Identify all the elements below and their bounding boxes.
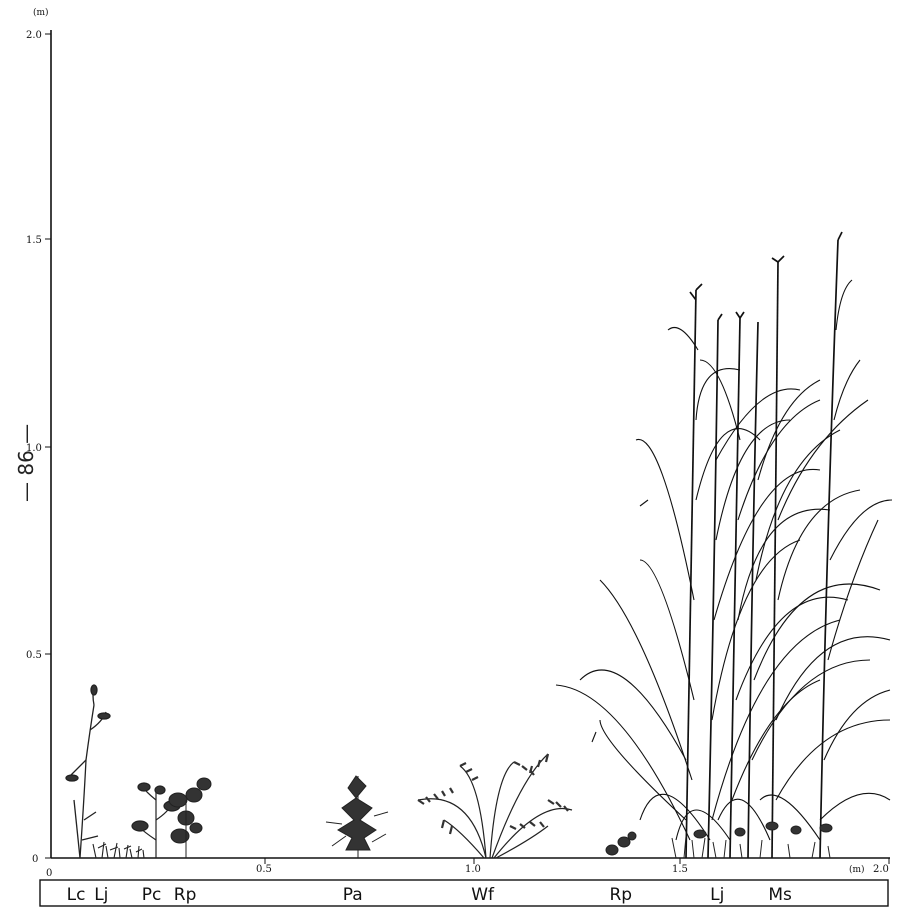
species-label-lc: Lc: [67, 885, 86, 905]
x-tick-label: 0: [46, 868, 52, 879]
plant-lj-right: [671, 821, 833, 859]
y-tick-label: 1.5: [26, 235, 42, 246]
x-tick-label: 1.0: [465, 864, 481, 875]
y-unit-label: (m): [33, 7, 49, 18]
species-label-pa: Pa: [343, 885, 363, 905]
x-ticks: 0 0.5 1.0 1.5 2.0: [46, 858, 890, 879]
plant-pc: [131, 782, 181, 858]
species-labels: Lc Lj Pc Rp Pa Wf Rp Lj Ms: [67, 885, 792, 905]
plant-lc: [65, 684, 111, 859]
species-label-ms: Ms: [768, 885, 792, 905]
species-band: [39, 879, 889, 907]
x-unit-label: (m): [849, 864, 865, 875]
y-tick-label: 0: [32, 854, 38, 865]
y-ticks: 0 0.5 1.0 1.5 2.0: [26, 30, 51, 865]
species-label-rp: Rp: [174, 885, 197, 905]
plant-lj-left: [92, 841, 145, 859]
plant-ms-leaves: [555, 279, 893, 841]
plant-rp-left: [168, 777, 212, 858]
y-tick-label: 2.0: [26, 30, 42, 41]
y-tick-label: 0.5: [26, 650, 42, 661]
plant-rp-right: [605, 831, 637, 856]
y-tick-label: 1.0: [26, 443, 42, 454]
species-label-pc: Pc: [142, 885, 162, 905]
plant-pa: [325, 775, 389, 858]
species-label-wf: Wf: [471, 885, 495, 905]
species-label-lj: Lj: [710, 885, 724, 905]
x-tick-label: 1.5: [672, 864, 688, 875]
plant-wf: [417, 753, 573, 859]
x-tick-label: 0.5: [256, 864, 272, 875]
species-label-rp: Rp: [609, 885, 632, 905]
x-tick-label: 2.0: [873, 864, 889, 875]
plant-ms-stems: [685, 231, 843, 859]
species-label-lj: Lj: [94, 885, 108, 905]
